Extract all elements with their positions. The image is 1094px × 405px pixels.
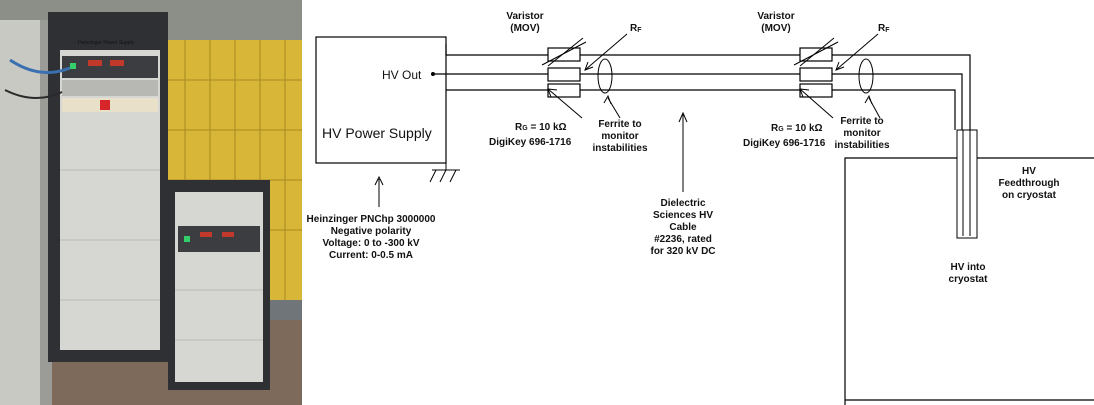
resistor-rf-right (800, 68, 832, 81)
power-supply-box (316, 37, 446, 163)
resistor-rg-right (800, 84, 832, 97)
svg-text:on cryostat: on cryostat (1002, 190, 1057, 201)
ground-icon (430, 163, 460, 182)
svg-text:Cable: Cable (669, 222, 697, 233)
small-rack-panel (178, 226, 260, 252)
svg-text:Heinzinger PNChp 3000000: Heinzinger PNChp 3000000 (307, 214, 436, 225)
resistor-rf-left (548, 68, 580, 81)
hv-out-terminal (431, 72, 435, 76)
equipment-photo: Heinzinger Power Supply (0, 0, 302, 405)
svg-text:Voltage: 0 to -300 kV: Voltage: 0 to -300 kV (322, 238, 419, 249)
svg-text:cryostat: cryostat (949, 274, 989, 285)
supply-info: Heinzinger PNChp 3000000 Negative polari… (307, 214, 436, 261)
varistor-label-left: Varistor (506, 11, 543, 22)
rg-label-left: RG = 10 kΩ (515, 122, 567, 133)
cryostat-box (845, 158, 957, 405)
svg-text:Sciences HV: Sciences HV (653, 210, 713, 221)
hv-out-label: HV Out (382, 68, 422, 82)
ferrite-label-right: Ferrite to (840, 116, 883, 127)
svg-text:monitor: monitor (843, 128, 880, 139)
feedthrough-info: HV Feedthrough on cryostat (998, 166, 1059, 201)
varistor-mov-right (794, 42, 838, 65)
into-cryostat-info: HV into cryostat (949, 262, 989, 285)
svg-text:(MOV): (MOV) (761, 23, 790, 34)
svg-text:(MOV): (MOV) (510, 23, 539, 34)
rg-label-right: RG = 10 kΩ (771, 123, 823, 134)
ferrite-right (859, 59, 873, 93)
rack-panel (62, 56, 158, 78)
cable-info: Dielectric Sciences HV Cable #2236, rate… (650, 198, 715, 257)
varistor-label-right: Varistor (757, 11, 794, 22)
svg-text:HV: HV (1022, 166, 1036, 177)
svg-text:Dielectric: Dielectric (660, 198, 705, 209)
rf-label-left: RF (630, 23, 642, 34)
svg-text:for 320 kV DC: for 320 kV DC (650, 246, 715, 257)
digikey-label-left: DigiKey 696-1716 (489, 137, 572, 148)
hv-feedthrough (957, 130, 977, 238)
svg-text:#2236, rated: #2236, rated (654, 234, 712, 245)
rf-label-right: RF (878, 23, 890, 34)
ferrite-left (598, 59, 612, 93)
svg-text:Negative polarity: Negative polarity (331, 226, 412, 237)
left-cabinet (0, 20, 40, 405)
svg-text:monitor: monitor (601, 131, 638, 142)
svg-text:Feedthrough: Feedthrough (998, 178, 1059, 189)
rack-label: Heinzinger Power Supply (78, 40, 135, 46)
svg-text:Current: 0-0.5 mA: Current: 0-0.5 mA (329, 250, 413, 261)
hv-cable-lines (435, 44, 970, 130)
ferrite-label-left: Ferrite to (598, 119, 641, 130)
svg-text:instabilities: instabilities (834, 140, 889, 151)
resistor-rg-left (548, 84, 580, 97)
hv-circuit-diagram: HV Power Supply HV Out (302, 0, 1094, 405)
digikey-label-right: DigiKey 696-1716 (743, 138, 826, 149)
svg-text:HV into: HV into (951, 262, 986, 273)
power-supply-label: HV Power Supply (322, 125, 432, 141)
svg-text:instabilities: instabilities (592, 143, 647, 154)
